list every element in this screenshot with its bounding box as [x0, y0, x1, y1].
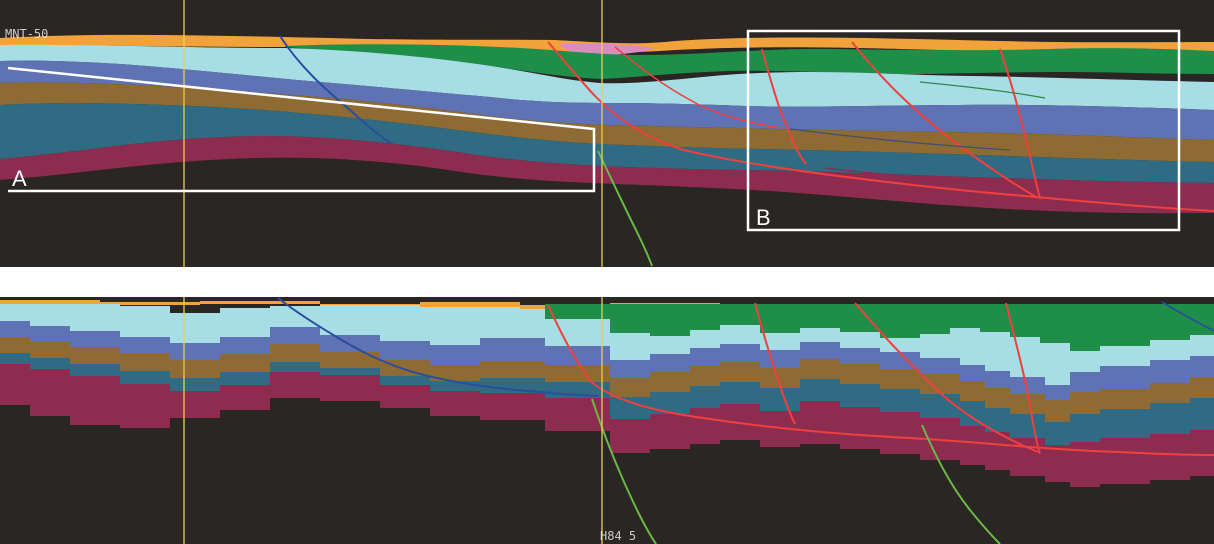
top-light-blue-layer	[0, 44, 1214, 110]
bottom-maroon-layer	[0, 364, 1214, 487]
box-b-outline	[746, 29, 1181, 232]
top-fault-blue-left	[279, 35, 393, 145]
bottom-green-fault-2	[921, 424, 1001, 544]
bottom-fault-red-right-2	[854, 302, 1039, 453]
top-green-layer	[285, 44, 1214, 79]
top-fault-red-right-1	[761, 48, 807, 165]
annotation-boxes	[7, 29, 1181, 232]
top-blue-layer	[0, 60, 1214, 140]
bottom-blue-layer	[0, 321, 1214, 400]
top-thin-dark-lines-c	[824, 167, 941, 180]
bottom-fault-red-right-1	[754, 302, 796, 425]
bottom-fault-blue-left	[277, 297, 599, 397]
bottom-fault-red-right-3	[1005, 302, 1041, 455]
bottom-panel-strata	[0, 300, 1214, 487]
bottom-brown-layer	[0, 337, 1214, 422]
top-fault-red-main	[547, 41, 1214, 212]
bottom-green-layer	[545, 304, 1214, 351]
top-green-fault	[597, 150, 653, 267]
panel-separator	[0, 267, 1214, 297]
top-fault-red-right-3	[999, 48, 1041, 200]
bottom-panel-lines	[183, 297, 1214, 544]
bottom-teal-layer	[0, 353, 1214, 445]
box-a-outline	[7, 66, 596, 193]
top-teal-layer	[0, 103, 1214, 183]
bottom-green-fault-1	[591, 398, 657, 544]
bottom-light-blue-layer	[0, 304, 1214, 385]
bottom-fault-blue-right	[1161, 301, 1214, 332]
top-thin-dark-lines-a	[789, 128, 1011, 151]
bottom-fault-red-main	[547, 304, 1214, 456]
top-thin-dark-lines-b	[919, 81, 1046, 99]
top-orange-layer	[0, 34, 1214, 53]
top-fault-red-right-2	[851, 41, 1039, 199]
top-maroon-layer	[0, 136, 1214, 214]
